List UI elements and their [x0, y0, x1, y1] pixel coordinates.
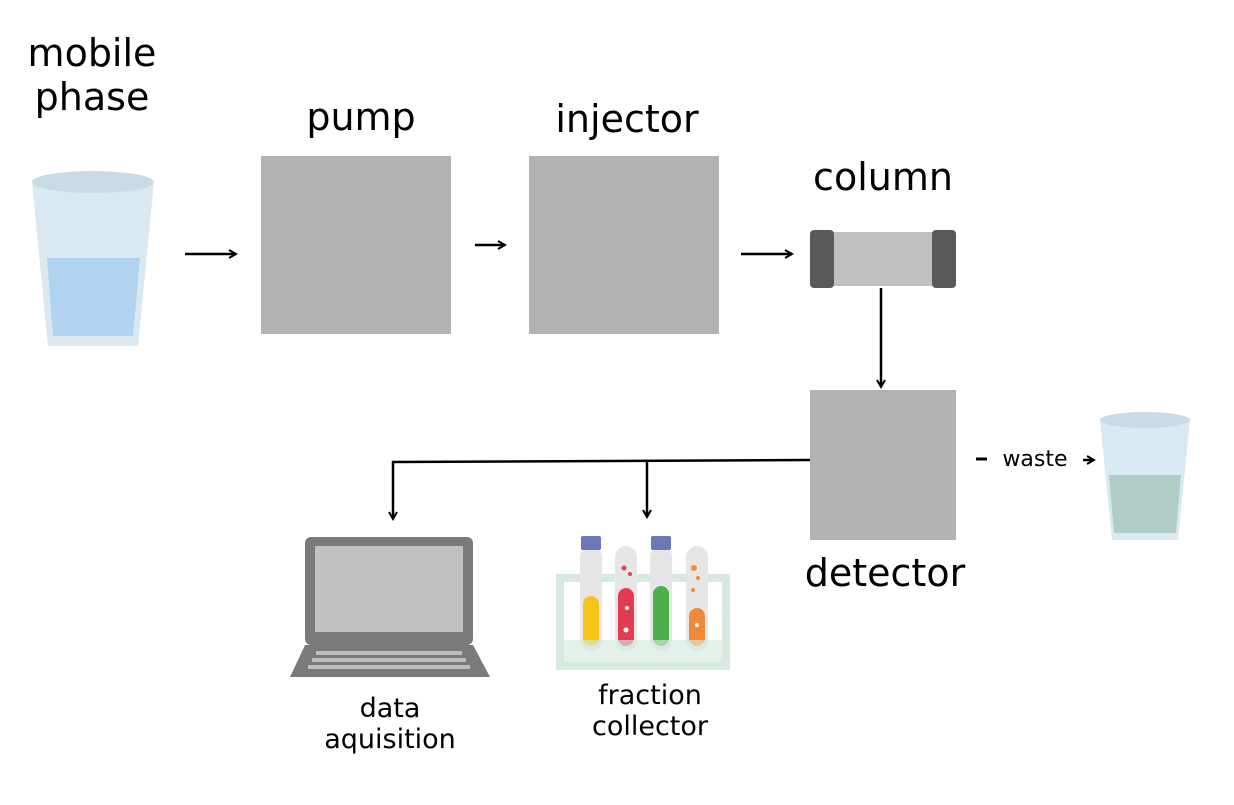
column-icon: [810, 230, 956, 288]
column-label: column: [813, 155, 953, 199]
fraction-collector-label: fraction collector: [591, 680, 709, 743]
injector-label: injector: [555, 97, 699, 141]
waste-label: waste: [1002, 447, 1068, 472]
data-acquisition-label: data aquisition: [324, 693, 456, 756]
test-tubes-icon: [556, 536, 730, 670]
detector-box: [810, 390, 956, 540]
arrow-detector-to-data-acquisition: [393, 458, 811, 519]
laptop-icon: [290, 537, 490, 677]
pump-box: [261, 156, 451, 334]
pump-label: pump: [306, 95, 416, 139]
injector-box: [529, 156, 719, 334]
detector-label: detector: [804, 551, 966, 595]
waste-beaker-icon: [1100, 412, 1190, 540]
beaker-icon: [32, 171, 154, 346]
mobile-phase-label: mobile phase: [27, 31, 157, 119]
